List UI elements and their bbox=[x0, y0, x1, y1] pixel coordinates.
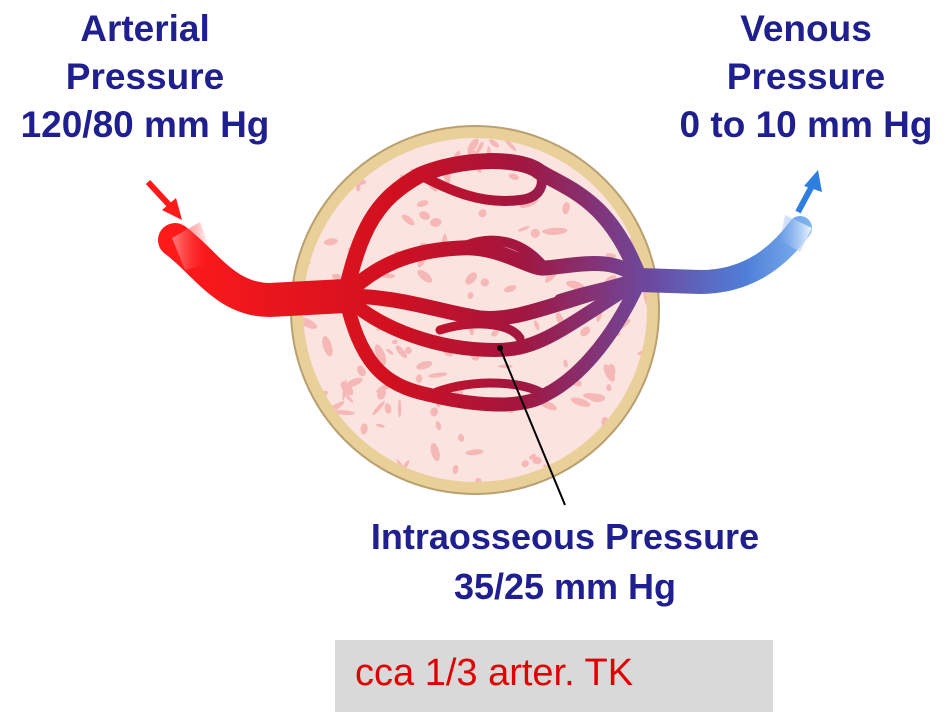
trabecula bbox=[299, 174, 312, 186]
arterial-line-2: Pressure bbox=[0, 53, 290, 101]
trabecula bbox=[347, 471, 356, 480]
venous-line-1: Venous bbox=[660, 5, 952, 53]
intraosseous-line-2: 35/25 mm Hg bbox=[330, 562, 800, 612]
trabecula bbox=[647, 136, 653, 143]
trabecula bbox=[631, 131, 645, 145]
venous-outflow-arrow bbox=[798, 170, 822, 212]
pointer-dot bbox=[497, 345, 503, 351]
note-text: cca 1/3 arter. TK bbox=[355, 652, 633, 695]
trabecula bbox=[329, 177, 338, 186]
note-box: cca 1/3 arter. TK bbox=[335, 640, 773, 712]
trabecula bbox=[353, 127, 361, 145]
trabecula bbox=[631, 448, 647, 471]
arterial-pressure-label: Arterial Pressure 120/80 mm Hg bbox=[0, 5, 290, 149]
intraosseous-line-1: Intraosseous Pressure bbox=[330, 512, 800, 562]
trabecula bbox=[615, 138, 637, 157]
trabecula bbox=[498, 365, 513, 369]
trabecula bbox=[324, 156, 334, 162]
trabecula bbox=[326, 144, 338, 159]
venous-pressure-label: Venous Pressure 0 to 10 mm Hg bbox=[660, 5, 952, 149]
trabecula bbox=[624, 162, 637, 170]
venous-line-2: Pressure bbox=[660, 53, 952, 101]
trabecula bbox=[572, 477, 579, 486]
arterial-line-3: 120/80 mm Hg bbox=[0, 101, 290, 149]
trabecula bbox=[398, 400, 401, 418]
trabecula bbox=[341, 130, 346, 150]
trabecula bbox=[639, 133, 647, 140]
trabecula bbox=[611, 171, 631, 181]
arterial-inflow-arrow bbox=[148, 182, 182, 220]
intraosseous-pressure-label: Intraosseous Pressure 35/25 mm Hg bbox=[330, 512, 800, 612]
venous-line-3: 0 to 10 mm Hg bbox=[660, 101, 952, 149]
emissary-vein bbox=[640, 228, 800, 282]
arterial-line-1: Arterial bbox=[0, 5, 290, 53]
